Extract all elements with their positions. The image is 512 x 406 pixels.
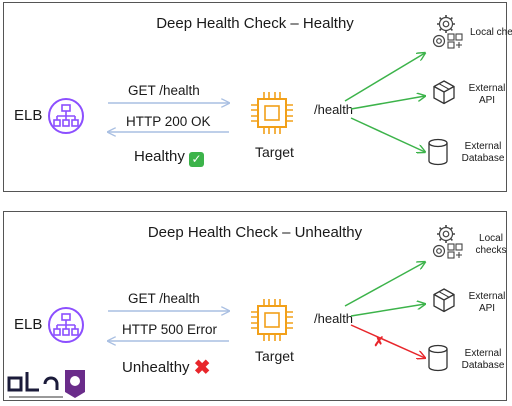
unhealthy-graphics: ✗ (48, 224, 463, 372)
path-label: /health (314, 102, 354, 117)
unhealthy-panel: Deep Health Check – Unhealthy ELB GET /h… (3, 211, 507, 401)
elb-label: ELB (14, 316, 43, 333)
api-check-arrow (350, 96, 425, 110)
load-balancer-icon (48, 307, 84, 343)
api-cube-icon (433, 80, 455, 105)
load-balancer-icon (48, 98, 84, 134)
request-label: GET /health (128, 291, 200, 306)
api-cube-icon (433, 288, 455, 313)
local-checks-icon (432, 14, 463, 49)
target-label: Target (255, 144, 294, 160)
check-icon: ✓ (189, 152, 205, 167)
database-check-failed-arrow (350, 324, 425, 358)
database-icon (428, 138, 448, 166)
cross-icon: ✖ (193, 357, 211, 379)
watermark-logo (7, 370, 85, 398)
elb-label: ELB (14, 107, 43, 124)
path-label: /health (314, 311, 354, 326)
status-label: Unhealthy ✖ (122, 355, 210, 380)
healthy-graphics (48, 14, 463, 166)
database-check-arrow (350, 117, 425, 152)
local-checks-icon (432, 224, 463, 259)
response-label: HTTP 200 OK (126, 114, 211, 129)
status-text: Healthy (134, 148, 185, 165)
target-chip-icon (250, 298, 294, 342)
request-label: GET /health (128, 83, 200, 98)
healthy-panel-title: Deep Health Check – Healthy (156, 15, 354, 32)
target-chip-icon (250, 91, 294, 135)
database-icon (428, 344, 448, 372)
local-check-arrow (344, 262, 425, 307)
local-checks-label: Local checks (470, 27, 512, 38)
api-check-arrow (350, 304, 425, 317)
local-check-arrow (344, 53, 425, 102)
target-label: Target (255, 348, 294, 364)
status-label: Healthy ✓ (134, 148, 205, 167)
status-text: Unhealthy (122, 359, 190, 376)
response-label: HTTP 500 Error (122, 322, 218, 337)
unhealthy-panel-title: Deep Health Check – Unhealthy (147, 224, 363, 241)
failure-x-icon: ✗ (374, 334, 385, 349)
